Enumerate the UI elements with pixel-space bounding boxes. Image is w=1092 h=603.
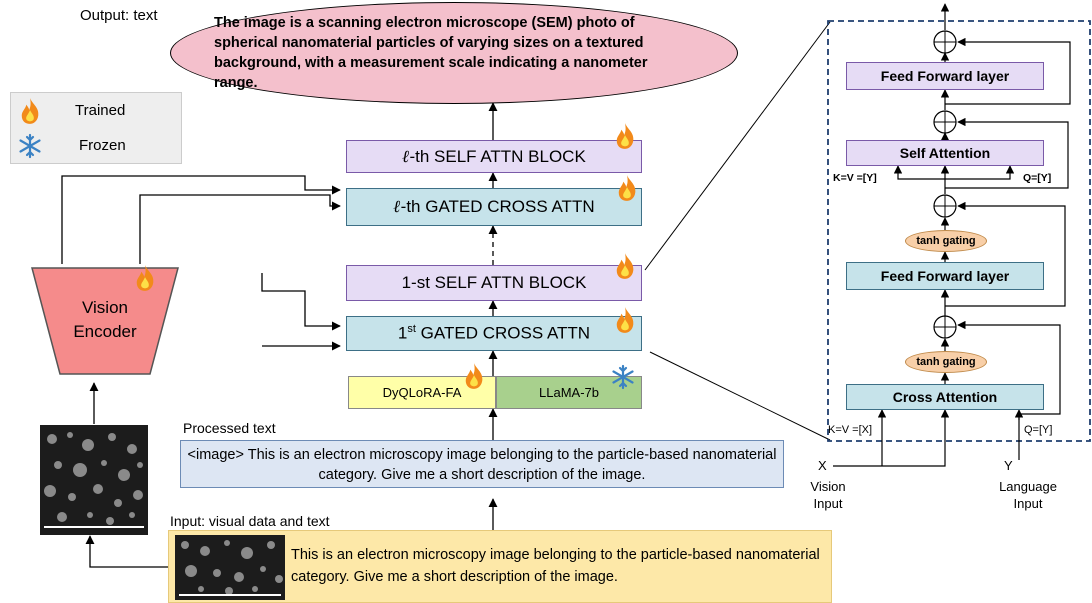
sem-image xyxy=(40,425,148,535)
y-label: Y xyxy=(1004,458,1013,473)
snowflake-icon xyxy=(612,364,634,390)
flame-icon xyxy=(465,363,483,389)
legend-trained-label: Trained xyxy=(75,102,126,119)
vision-encoder-label: Vision Encoder xyxy=(73,298,137,341)
output-text: The image is a scanning electron microsc… xyxy=(214,15,648,91)
vision-input-caption: Vision Input xyxy=(810,479,846,511)
first-gated-cross-attn-block: 1st GATED CROSS ATTN xyxy=(346,316,642,351)
feed-forward-top-box: Feed Forward layer xyxy=(846,62,1044,90)
processed-text-label: Processed text xyxy=(183,420,276,436)
plus-circle xyxy=(933,315,957,339)
self-attention-label: Self Attention xyxy=(899,145,991,161)
lth-self-attn-block: ℓ-th SELF ATTN BLOCK xyxy=(346,140,642,173)
first-gated-sup: st xyxy=(407,323,416,336)
tanh-gating-top: tanh gating xyxy=(905,230,987,252)
dyqlora-box: DyQLoRA-FA xyxy=(348,376,496,409)
q-y-bottom-label: Q=[Y] xyxy=(1024,424,1053,436)
processed-text-box: <image> This is an electron microscopy i… xyxy=(180,440,784,488)
plus-circle xyxy=(933,110,957,134)
ell-symbol: ℓ xyxy=(402,146,410,167)
ell-symbol: ℓ xyxy=(393,197,401,217)
flame-icon xyxy=(618,175,636,201)
lth-self-attn-label: -th SELF ATTN BLOCK xyxy=(409,146,586,166)
output-text-bubble: The image is a scanning electron microsc… xyxy=(170,2,738,104)
feed-forward-top-label: Feed Forward layer xyxy=(880,68,1010,84)
output-label: Output: text xyxy=(80,7,158,24)
flame-icon xyxy=(616,253,634,279)
flame-icon xyxy=(136,265,154,291)
legend-frozen-label: Frozen xyxy=(79,137,126,154)
first-gated-num: 1 xyxy=(397,323,408,343)
kv-y-label: K=V =[Y] xyxy=(833,172,877,184)
q-y-top-label: Q=[Y] xyxy=(1023,172,1052,184)
plus-circle xyxy=(933,194,957,218)
first-self-attn-block: 1-st SELF ATTN BLOCK xyxy=(346,265,642,301)
flame-icon xyxy=(616,307,634,333)
llama-label: LLaMA-7b xyxy=(539,385,599,400)
self-attention-box: Self Attention xyxy=(846,140,1044,166)
input-text: This is an electron microscopy image bel… xyxy=(291,547,820,585)
feed-forward-bottom-label: Feed Forward layer xyxy=(880,268,1010,284)
lth-gated-cross-attn-label: -th GATED CROSS ATTN xyxy=(400,197,595,216)
language-input-caption: Language Input xyxy=(999,479,1057,511)
cross-attention-box: Cross Attention xyxy=(846,384,1044,410)
legend: Trained Frozen xyxy=(10,92,182,164)
snowflake-icon xyxy=(19,133,41,159)
first-self-attn-label: 1-st SELF ATTN BLOCK xyxy=(401,273,587,292)
tanh-gating-bottom: tanh gating xyxy=(905,351,987,373)
cross-attention-label: Cross Attention xyxy=(892,389,998,405)
first-gated-cross-attn-label: GATED CROSS ATTN xyxy=(415,323,591,343)
lth-gated-cross-attn-block: ℓ-th GATED CROSS ATTN xyxy=(346,188,642,226)
flame-icon xyxy=(616,123,634,149)
input-label: Input: visual data and text xyxy=(170,513,330,529)
kv-x-label: K=V =[X] xyxy=(828,424,873,436)
input-box: This is an electron microscopy image bel… xyxy=(168,530,832,603)
vision-encoder-shape xyxy=(31,267,179,375)
llama-box: LLaMA-7b xyxy=(496,376,642,409)
dyqlora-label: DyQLoRA-FA xyxy=(382,385,462,400)
flame-icon xyxy=(21,98,39,124)
x-label: X xyxy=(818,458,827,473)
feed-forward-bottom-box: Feed Forward layer xyxy=(846,262,1044,290)
plus-circle xyxy=(933,30,957,54)
sem-image xyxy=(175,535,285,600)
